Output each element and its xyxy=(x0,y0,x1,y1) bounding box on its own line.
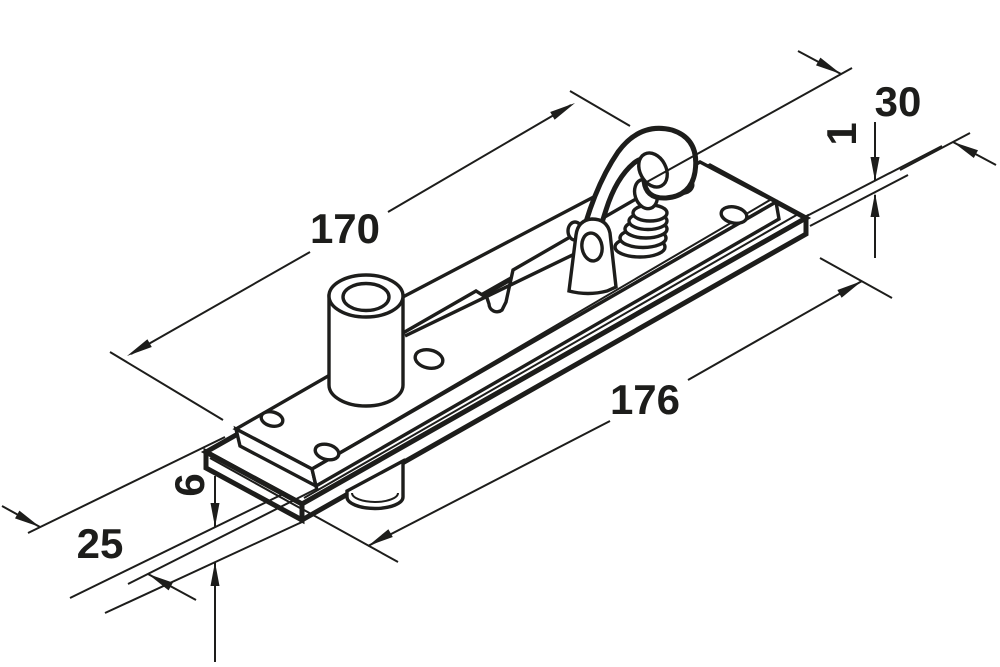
hook-arm-strap xyxy=(398,188,608,338)
dim-170-line-lower xyxy=(130,251,311,355)
top-plate-right-face xyxy=(310,199,781,489)
hook-eye xyxy=(637,151,669,189)
strap-lower-edge xyxy=(404,245,590,338)
pivot-bushing xyxy=(327,273,405,408)
dim-6-ref-line-lower xyxy=(104,521,303,614)
top-plate-chamfer-line xyxy=(319,199,771,465)
dim-176-arrow-ne xyxy=(837,281,862,298)
screw-holes xyxy=(259,205,749,462)
dim-1-arrow-down xyxy=(870,157,880,181)
dim-6-arrow-down xyxy=(210,503,220,527)
dim-1-arrow-up xyxy=(870,193,880,217)
dim-25: 25 xyxy=(1,436,319,601)
dim-1-ref-line-lower xyxy=(809,174,909,227)
dim-6-arrow-up xyxy=(210,562,220,586)
dim-30-label: 30 xyxy=(875,78,922,125)
release-lever xyxy=(566,217,618,296)
cover-plate-near-lip-line xyxy=(209,457,301,509)
dim-176-arrow-sw xyxy=(368,529,393,546)
dim-170-label: 170 xyxy=(310,205,380,252)
dim-170-arrow-ne xyxy=(550,103,575,120)
dim-170-ext-line-far xyxy=(569,90,631,127)
dim-25-arrow-left xyxy=(15,510,40,527)
dim-30-arrow-left xyxy=(816,57,841,74)
cover-plate-lip-line xyxy=(303,212,801,499)
dim-1-label: 1 xyxy=(818,122,865,145)
dim-6-ref-line-upper xyxy=(69,492,286,599)
dim-25-ext-line-right xyxy=(127,487,319,585)
strap-upper-edge xyxy=(398,188,608,301)
coil-spring xyxy=(613,203,669,259)
screw-hole-far xyxy=(719,205,749,225)
bushing-body xyxy=(327,294,405,408)
dim-176-label: 176 xyxy=(610,376,680,423)
dim-25-ext-line-left xyxy=(27,436,226,534)
dim-6: 6 xyxy=(69,473,303,662)
locking-hook xyxy=(574,125,699,255)
bushing-bore xyxy=(341,281,391,313)
dim-30: 30 xyxy=(644,50,997,184)
screw-hole-middle xyxy=(413,348,445,370)
dim-170: 170 xyxy=(109,90,631,421)
dim-176-line-upper xyxy=(687,280,863,381)
dim-176-line-lower xyxy=(367,420,611,547)
pivot-pin xyxy=(345,458,405,511)
dim-6-label: 6 xyxy=(166,473,213,496)
dim-176-ext-line-far xyxy=(819,257,893,299)
dim-176: 176 xyxy=(303,257,893,563)
dim-30-arrow-right xyxy=(953,142,978,158)
hook-body xyxy=(574,125,699,255)
pivot-pin-body xyxy=(345,458,405,511)
dim-176-ext-line-near xyxy=(303,509,399,563)
cover-plate-right-face xyxy=(299,213,809,525)
dim-25-arrow-right xyxy=(148,574,173,591)
dim-25-label: 25 xyxy=(77,520,124,567)
dim-1-ref-line-upper xyxy=(802,145,943,219)
dim-170-line-upper xyxy=(387,104,572,213)
pivot-pin-rim xyxy=(351,492,399,503)
screw-hole-near-left xyxy=(259,410,285,428)
dim-170-arrow-sw xyxy=(127,339,152,356)
screw-hole-near-right xyxy=(313,442,341,462)
dim-170-ext-line-near xyxy=(109,351,224,421)
lever-hole xyxy=(580,231,604,263)
dim-1: 1 xyxy=(802,122,943,258)
dim-30-ext-line-right xyxy=(899,132,971,171)
dim-30-ext-line-left xyxy=(644,67,853,184)
